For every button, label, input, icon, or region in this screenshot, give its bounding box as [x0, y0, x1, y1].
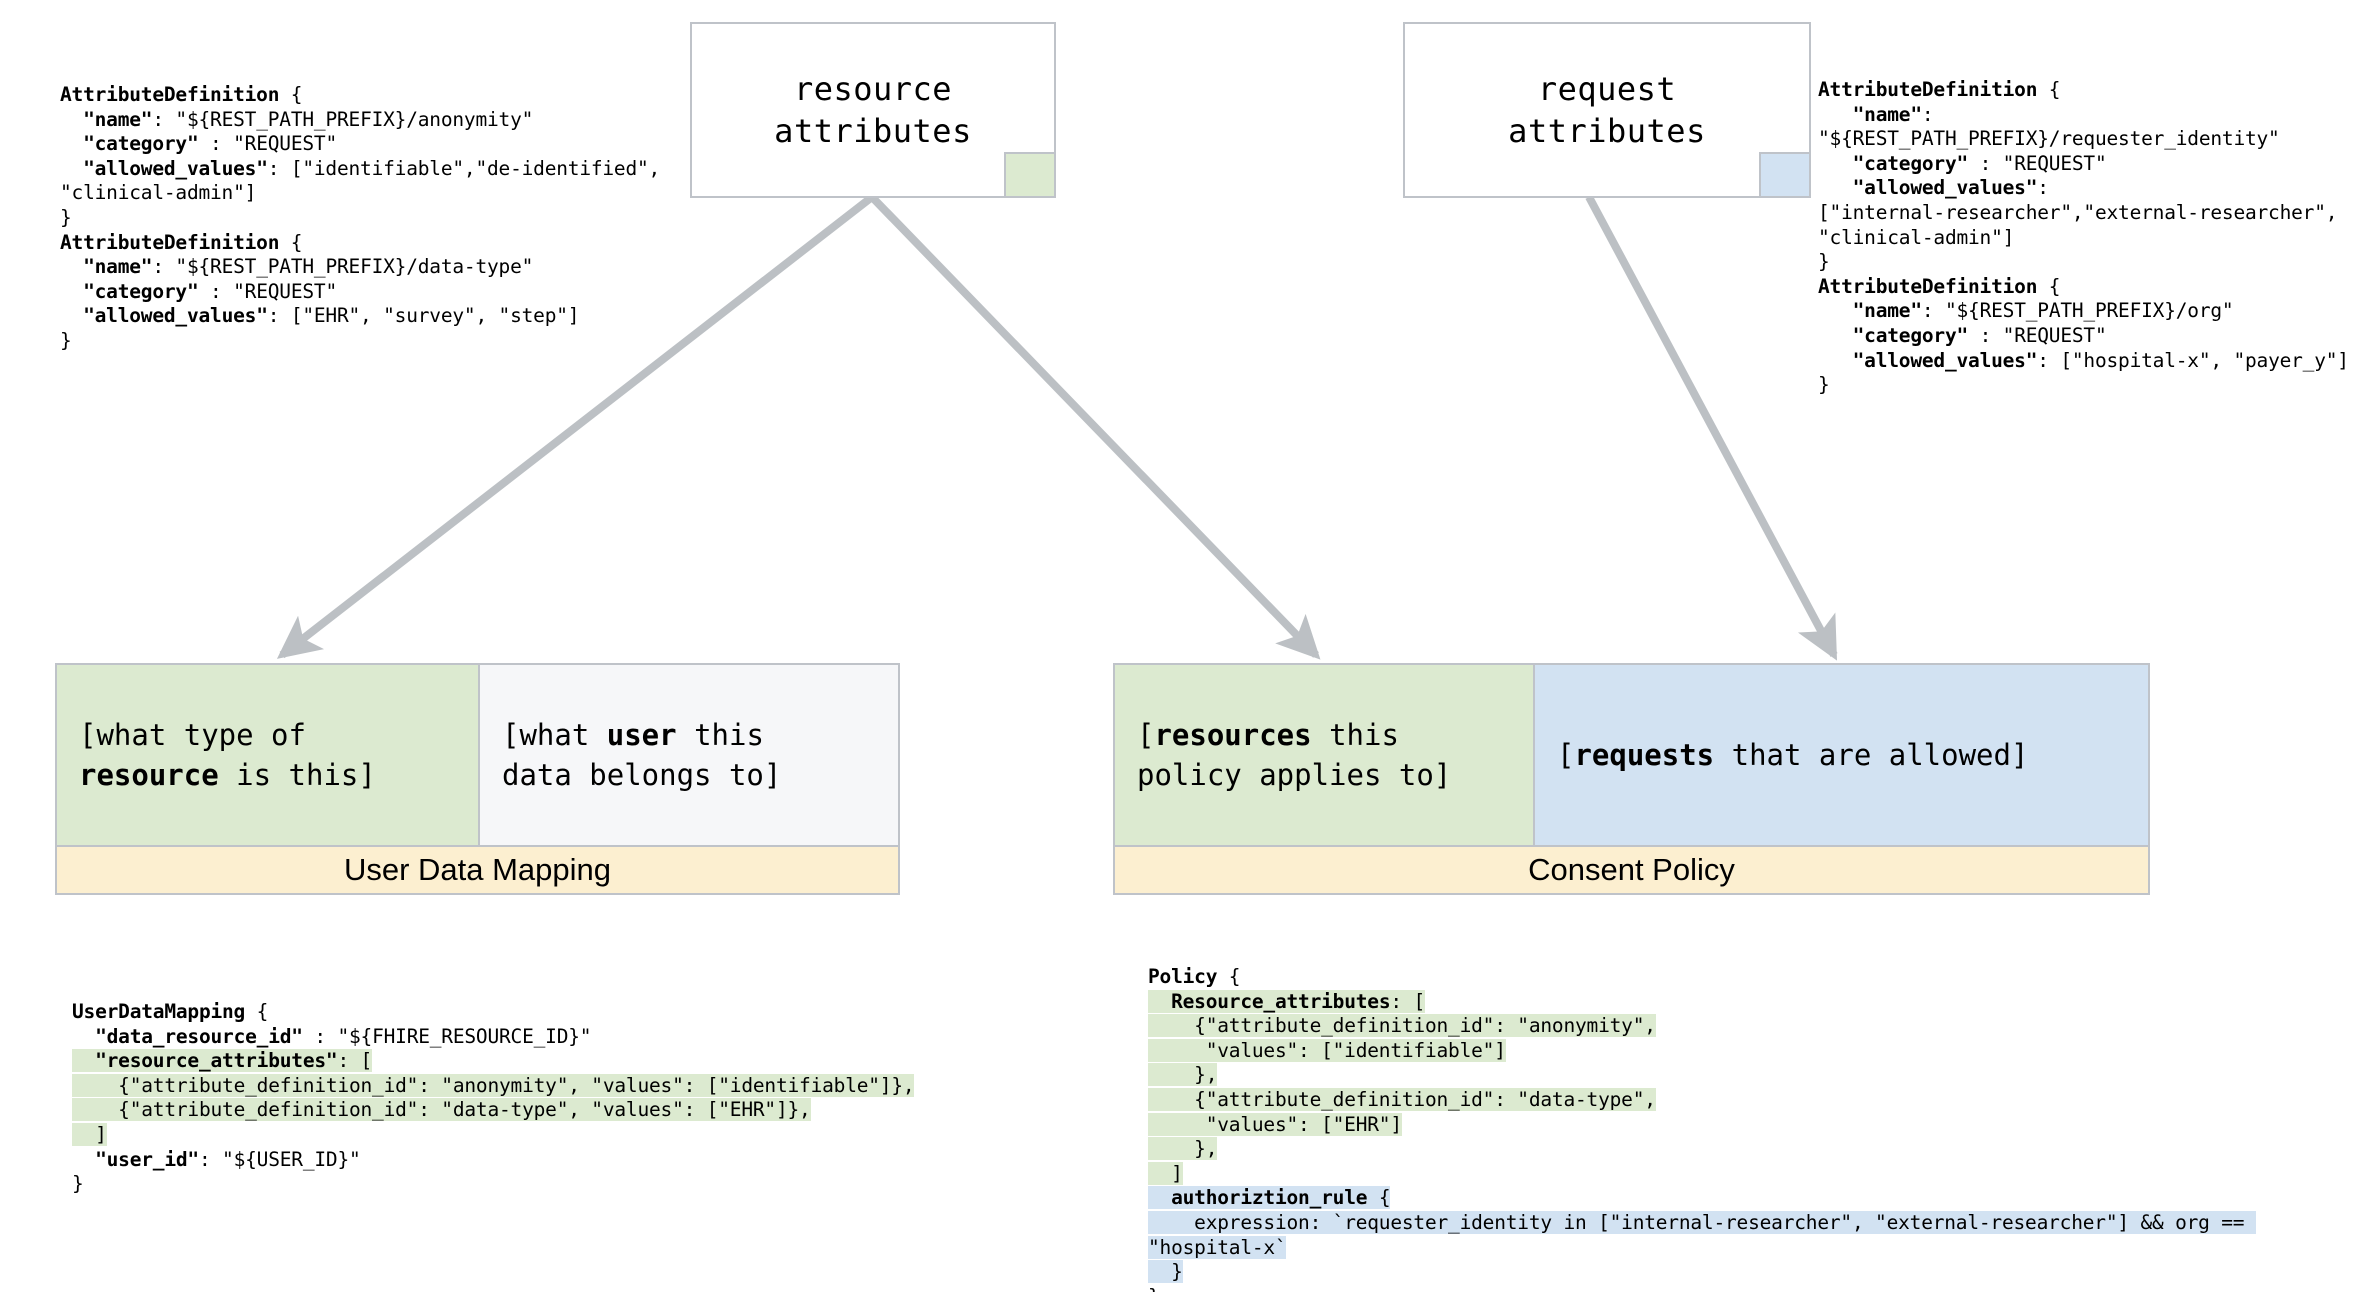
consent-policy-footer-label: Consent Policy [1115, 845, 2148, 893]
code-line: "allowed_values": ["EHR", "survey", "ste… [83, 304, 580, 328]
code-line: "name": "${REST_PATH_PREFIX}/anonymity" [83, 107, 534, 131]
request-attributes-label-line1: request [1537, 70, 1677, 108]
cp-requests-bold: requests [1574, 738, 1715, 772]
code-line: {"attribute_definition_id": "data-type", [1148, 1087, 1656, 1111]
udm-user-line1-pre: [what [502, 718, 607, 752]
cp-resources-line1-pre: [ [1137, 718, 1155, 752]
user-data-mapping-footer-label: User Data Mapping [57, 845, 898, 893]
code-line: Resource_attributes: [ [1148, 989, 2362, 1015]
code-line: "user_id": "${USER_ID}" [95, 1147, 361, 1171]
user-data-mapping-resource-text: [what type of resource is this] [79, 715, 376, 795]
consent-policy-requests-cell[interactable]: [requests that are allowed] [1533, 665, 2148, 845]
code-line: "values": ["EHR"] [1148, 1112, 1402, 1136]
code-line: Policy { [1148, 965, 1241, 988]
code-line: } [60, 205, 72, 229]
code-line: "allowed_values": [1852, 176, 2049, 200]
request-attributes-label: request attributes [1508, 68, 1706, 152]
code-line: AttributeDefinition { [1818, 274, 2061, 298]
consent-policy-resources-cell[interactable]: [resources this policy applies to] [1115, 665, 1533, 845]
code-line: "category" : "REQUEST" [1852, 323, 2107, 347]
code-line: "clinical-admin"] [60, 181, 257, 205]
code-line: } [1148, 1260, 1183, 1284]
code-line: "name": "${REST_PATH_PREFIX}/org" [1852, 299, 2234, 323]
code-line: {"attribute_definition_id": "anonymity",… [72, 1073, 915, 1097]
code-line: "values": ["identifiable"] [1148, 1038, 1506, 1062]
code-line: "category" : "REQUEST" [83, 279, 337, 303]
cp-resources-line2: policy applies to] [1137, 758, 1452, 792]
arrow-resource-to-consent-policy [869, 194, 1321, 660]
cp-resources-bold: resources [1154, 718, 1312, 752]
code-line: } [72, 1172, 84, 1196]
code-line: "name": [1852, 102, 1934, 126]
udm-resource-bold: resource [79, 758, 219, 792]
code-line: {"attribute_definition_id": "anonymity", [1148, 1014, 1656, 1038]
code-line: AttributeDefinition { [60, 230, 303, 254]
code-line: ] [1148, 1161, 1183, 1185]
user-data-mapping-code-block: UserDataMapping { "data_resource_id" : "… [72, 1000, 972, 1197]
code-line: authoriztion_rule { [1148, 1186, 2362, 1211]
udm-resource-line2-post: is this] [218, 758, 376, 792]
cp-requests-post: that are allowed] [1714, 738, 2029, 772]
code-line: "allowed_values": ["identifiable","de-id… [83, 156, 661, 180]
resource-attributes-label-line2: attributes [774, 112, 972, 150]
arrow-request-to-consent-policy [1585, 195, 1838, 661]
consent-policy-requests-text: [requests that are allowed] [1557, 735, 2028, 775]
code-line: } [1818, 373, 1830, 397]
udm-resource-line1: [what type of [79, 718, 306, 752]
code-line: } [1818, 250, 1830, 274]
code-line: AttributeDefinition { [60, 83, 303, 106]
green-swatch [1004, 152, 1054, 196]
attribute-definitions-right-text: AttributeDefinition { "name":"${REST_PAT… [1818, 78, 2358, 398]
policy-code-block: Policy { Resource_attributes: [ {"attrib… [1148, 965, 2362, 1292]
code-line: AttributeDefinition { [1818, 78, 2061, 101]
request-attributes-label-line2: attributes [1508, 112, 1706, 150]
code-line: {"attribute_definition_id": "data-type",… [72, 1098, 811, 1122]
resource-attributes-label: resource attributes [774, 68, 972, 152]
attribute-definitions-left-text: AttributeDefinition { "name": "${REST_PA… [60, 83, 760, 354]
code-line: } [60, 328, 72, 352]
udm-user-line1-post: this [676, 718, 764, 752]
code-line: ] [72, 1122, 107, 1146]
code-line: }, [1148, 1137, 1218, 1161]
code-line: "clinical-admin"] [1818, 225, 2015, 249]
code-line: } [1148, 1285, 2362, 1292]
blue-swatch [1759, 152, 1809, 196]
code-line: "data_resource_id" : "${FHIRE_RESOURCE_I… [95, 1024, 592, 1048]
cp-resources-line1-post: this [1311, 718, 1399, 752]
code-line: expression: `requester_identity in ["int… [1148, 1210, 2256, 1259]
udm-user-line2: data belongs to] [502, 758, 782, 792]
code-line: "allowed_values": ["hospital-x", "payer_… [1852, 348, 2349, 372]
code-line: ["internal-researcher","external-researc… [1818, 200, 2338, 224]
cp-requests-pre: [ [1557, 738, 1575, 772]
udm-user-bold: user [606, 718, 677, 752]
code-line: "${REST_PATH_PREFIX}/requester_identity" [1818, 127, 2280, 151]
code-line: "resource_attributes": [ [72, 1049, 972, 1074]
user-data-mapping-panel[interactable]: [what type of resource is this] [what use… [55, 663, 900, 895]
user-data-mapping-resource-cell[interactable]: [what type of resource is this] [57, 665, 478, 845]
code-line: "category" : "REQUEST" [83, 132, 337, 156]
code-line: }, [1148, 1063, 1218, 1087]
consent-policy-resources-text: [resources this policy applies to] [1137, 715, 1451, 795]
code-line: "name": "${REST_PATH_PREFIX}/data-type" [83, 255, 534, 279]
user-data-mapping-user-text: [what user this data belongs to] [502, 715, 781, 795]
resource-attributes-box[interactable]: resource attributes [690, 22, 1056, 198]
request-attributes-box[interactable]: request attributes [1403, 22, 1811, 198]
code-line: UserDataMapping { [72, 1000, 269, 1023]
resource-attributes-label-line1: resource [793, 70, 953, 108]
user-data-mapping-user-cell[interactable]: [what user this data belongs to] [478, 665, 898, 845]
code-line: "category" : "REQUEST" [1852, 151, 2107, 175]
user-data-mapping-cells: [what type of resource is this] [what use… [57, 665, 898, 845]
